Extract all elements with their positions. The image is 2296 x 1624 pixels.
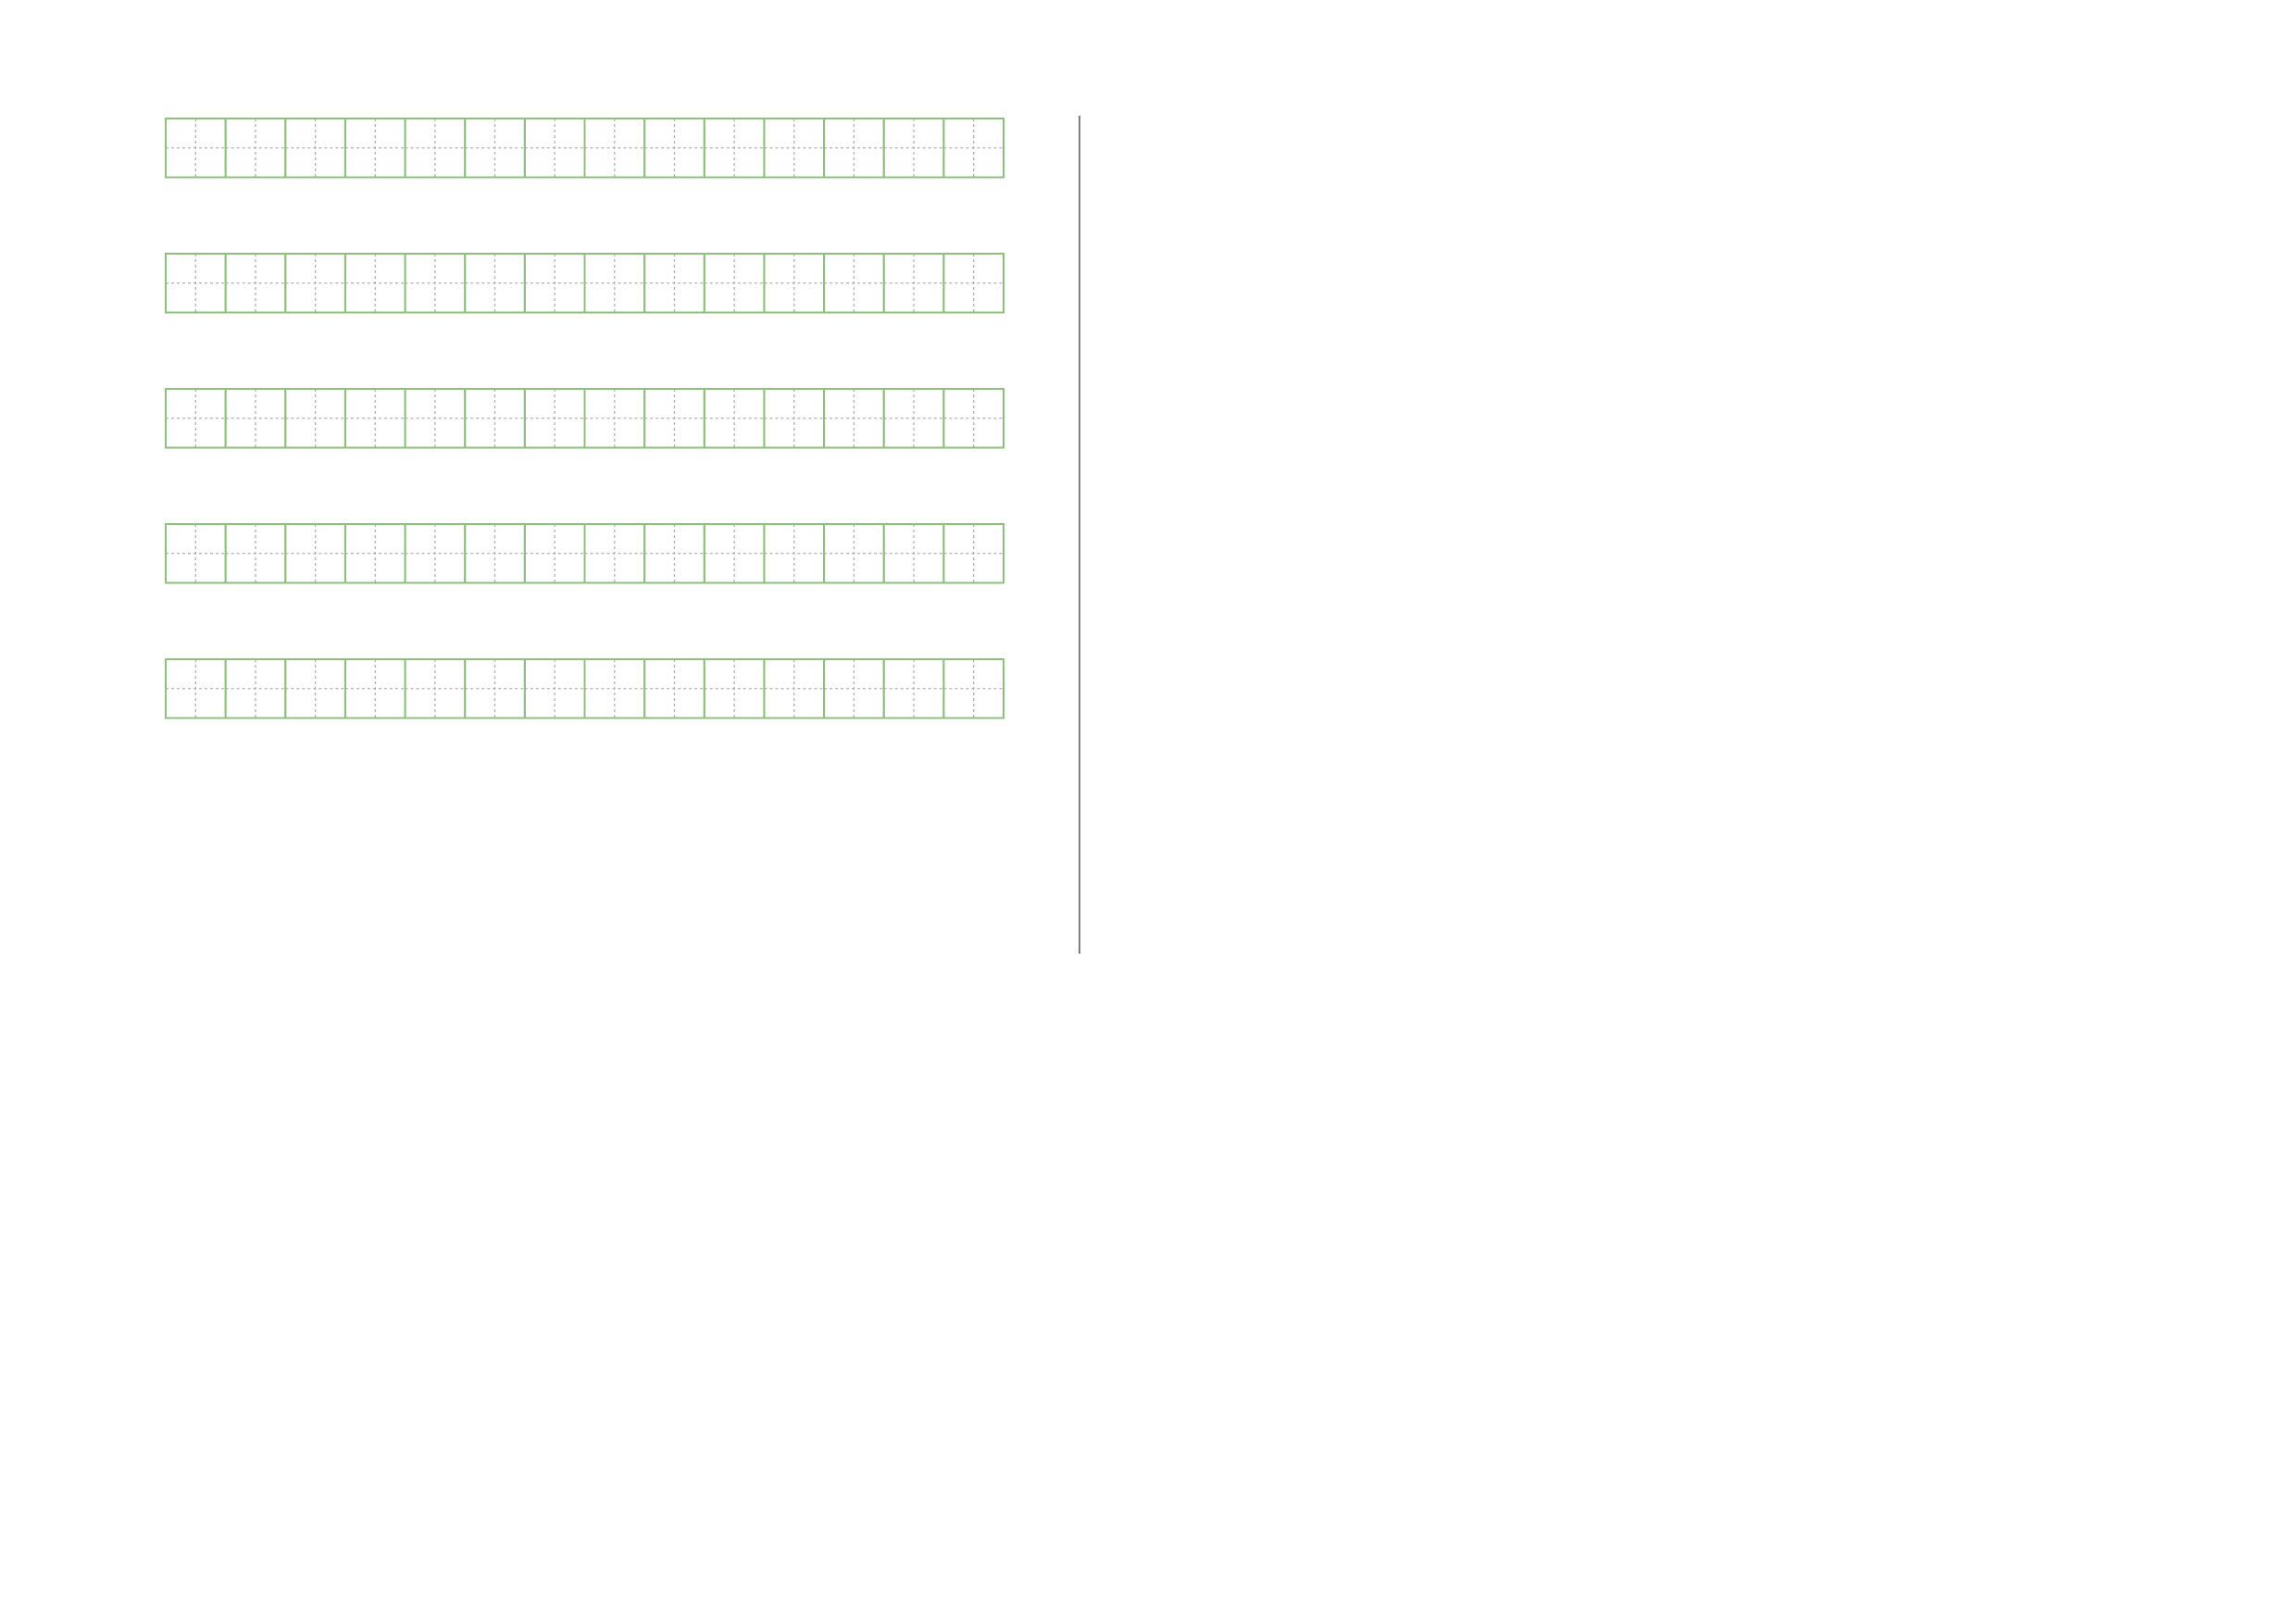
grid-cell — [165, 253, 227, 314]
grid-cell — [583, 253, 646, 314]
grid-cell — [224, 253, 287, 314]
grid-cell — [165, 118, 227, 179]
grid-cell — [165, 523, 227, 584]
grid-cell — [942, 523, 1004, 584]
grid-cell — [882, 253, 945, 314]
grid-cell — [404, 253, 467, 314]
grid-cell — [224, 388, 287, 449]
grid-cell — [284, 658, 346, 719]
grid-cell — [643, 658, 705, 719]
grid-row — [165, 253, 1004, 314]
grid-cell — [643, 388, 705, 449]
grid-cell — [583, 523, 646, 584]
grid-cell — [343, 118, 406, 179]
grid-cell — [942, 658, 1004, 719]
grid-cell — [942, 388, 1004, 449]
grid-rows — [165, 118, 1004, 719]
grid-cell — [643, 523, 705, 584]
grid-cell — [523, 523, 586, 584]
grid-cell — [942, 118, 1004, 179]
grid-cell — [284, 118, 346, 179]
grid-cell — [703, 523, 766, 584]
cell-border — [942, 118, 1004, 179]
grid-cell — [464, 523, 526, 584]
grid-cell — [763, 523, 826, 584]
grid-cell — [823, 118, 885, 179]
grid-cell — [583, 388, 646, 449]
grid-cell — [523, 253, 586, 314]
grid-cell — [343, 523, 406, 584]
grid-row — [165, 658, 1004, 719]
grid-row — [165, 118, 1004, 179]
cell-border — [942, 253, 1004, 314]
grid-cell — [583, 658, 646, 719]
grid-row — [165, 523, 1004, 584]
grid-cell — [643, 118, 705, 179]
grid-cell — [942, 253, 1004, 314]
cell-border — [942, 658, 1004, 719]
grid-cell — [464, 253, 526, 314]
grid-cell — [583, 118, 646, 179]
grid-cell — [823, 658, 885, 719]
grid-cell — [823, 253, 885, 314]
grid-cell — [523, 388, 586, 449]
grid-cell — [882, 118, 945, 179]
grid-cell — [224, 523, 287, 584]
cell-border — [942, 523, 1004, 584]
grid-cell — [284, 253, 346, 314]
grid-cell — [703, 253, 766, 314]
grid-cell — [703, 118, 766, 179]
grid-cell — [643, 253, 705, 314]
grid-cell — [882, 523, 945, 584]
grid-cell — [763, 118, 826, 179]
grid-cell — [224, 658, 287, 719]
grid-cell — [404, 118, 467, 179]
grid-cell — [703, 388, 766, 449]
grid-cell — [404, 658, 467, 719]
grid-cell — [464, 388, 526, 449]
grid-cell — [464, 658, 526, 719]
grid-cell — [523, 658, 586, 719]
grid-cell — [882, 658, 945, 719]
grid-cell — [763, 658, 826, 719]
grid-cell — [343, 658, 406, 719]
grid-cell — [464, 118, 526, 179]
grid-cell — [763, 388, 826, 449]
grid-row — [165, 388, 1004, 449]
grid-cell — [343, 388, 406, 449]
grid-cell — [224, 118, 287, 179]
grid-cell — [523, 118, 586, 179]
grid-cell — [404, 523, 467, 584]
grid-cell — [284, 388, 346, 449]
grid-cell — [763, 253, 826, 314]
grid-cell — [404, 388, 467, 449]
cell-border — [942, 388, 1004, 449]
grid-cell — [284, 523, 346, 584]
grid-cell — [703, 658, 766, 719]
grid-cell — [823, 388, 885, 449]
grid-cell — [882, 388, 945, 449]
grid-cell — [165, 388, 227, 449]
grid-cell — [823, 523, 885, 584]
grid-cell — [343, 253, 406, 314]
grid-cell — [165, 658, 227, 719]
